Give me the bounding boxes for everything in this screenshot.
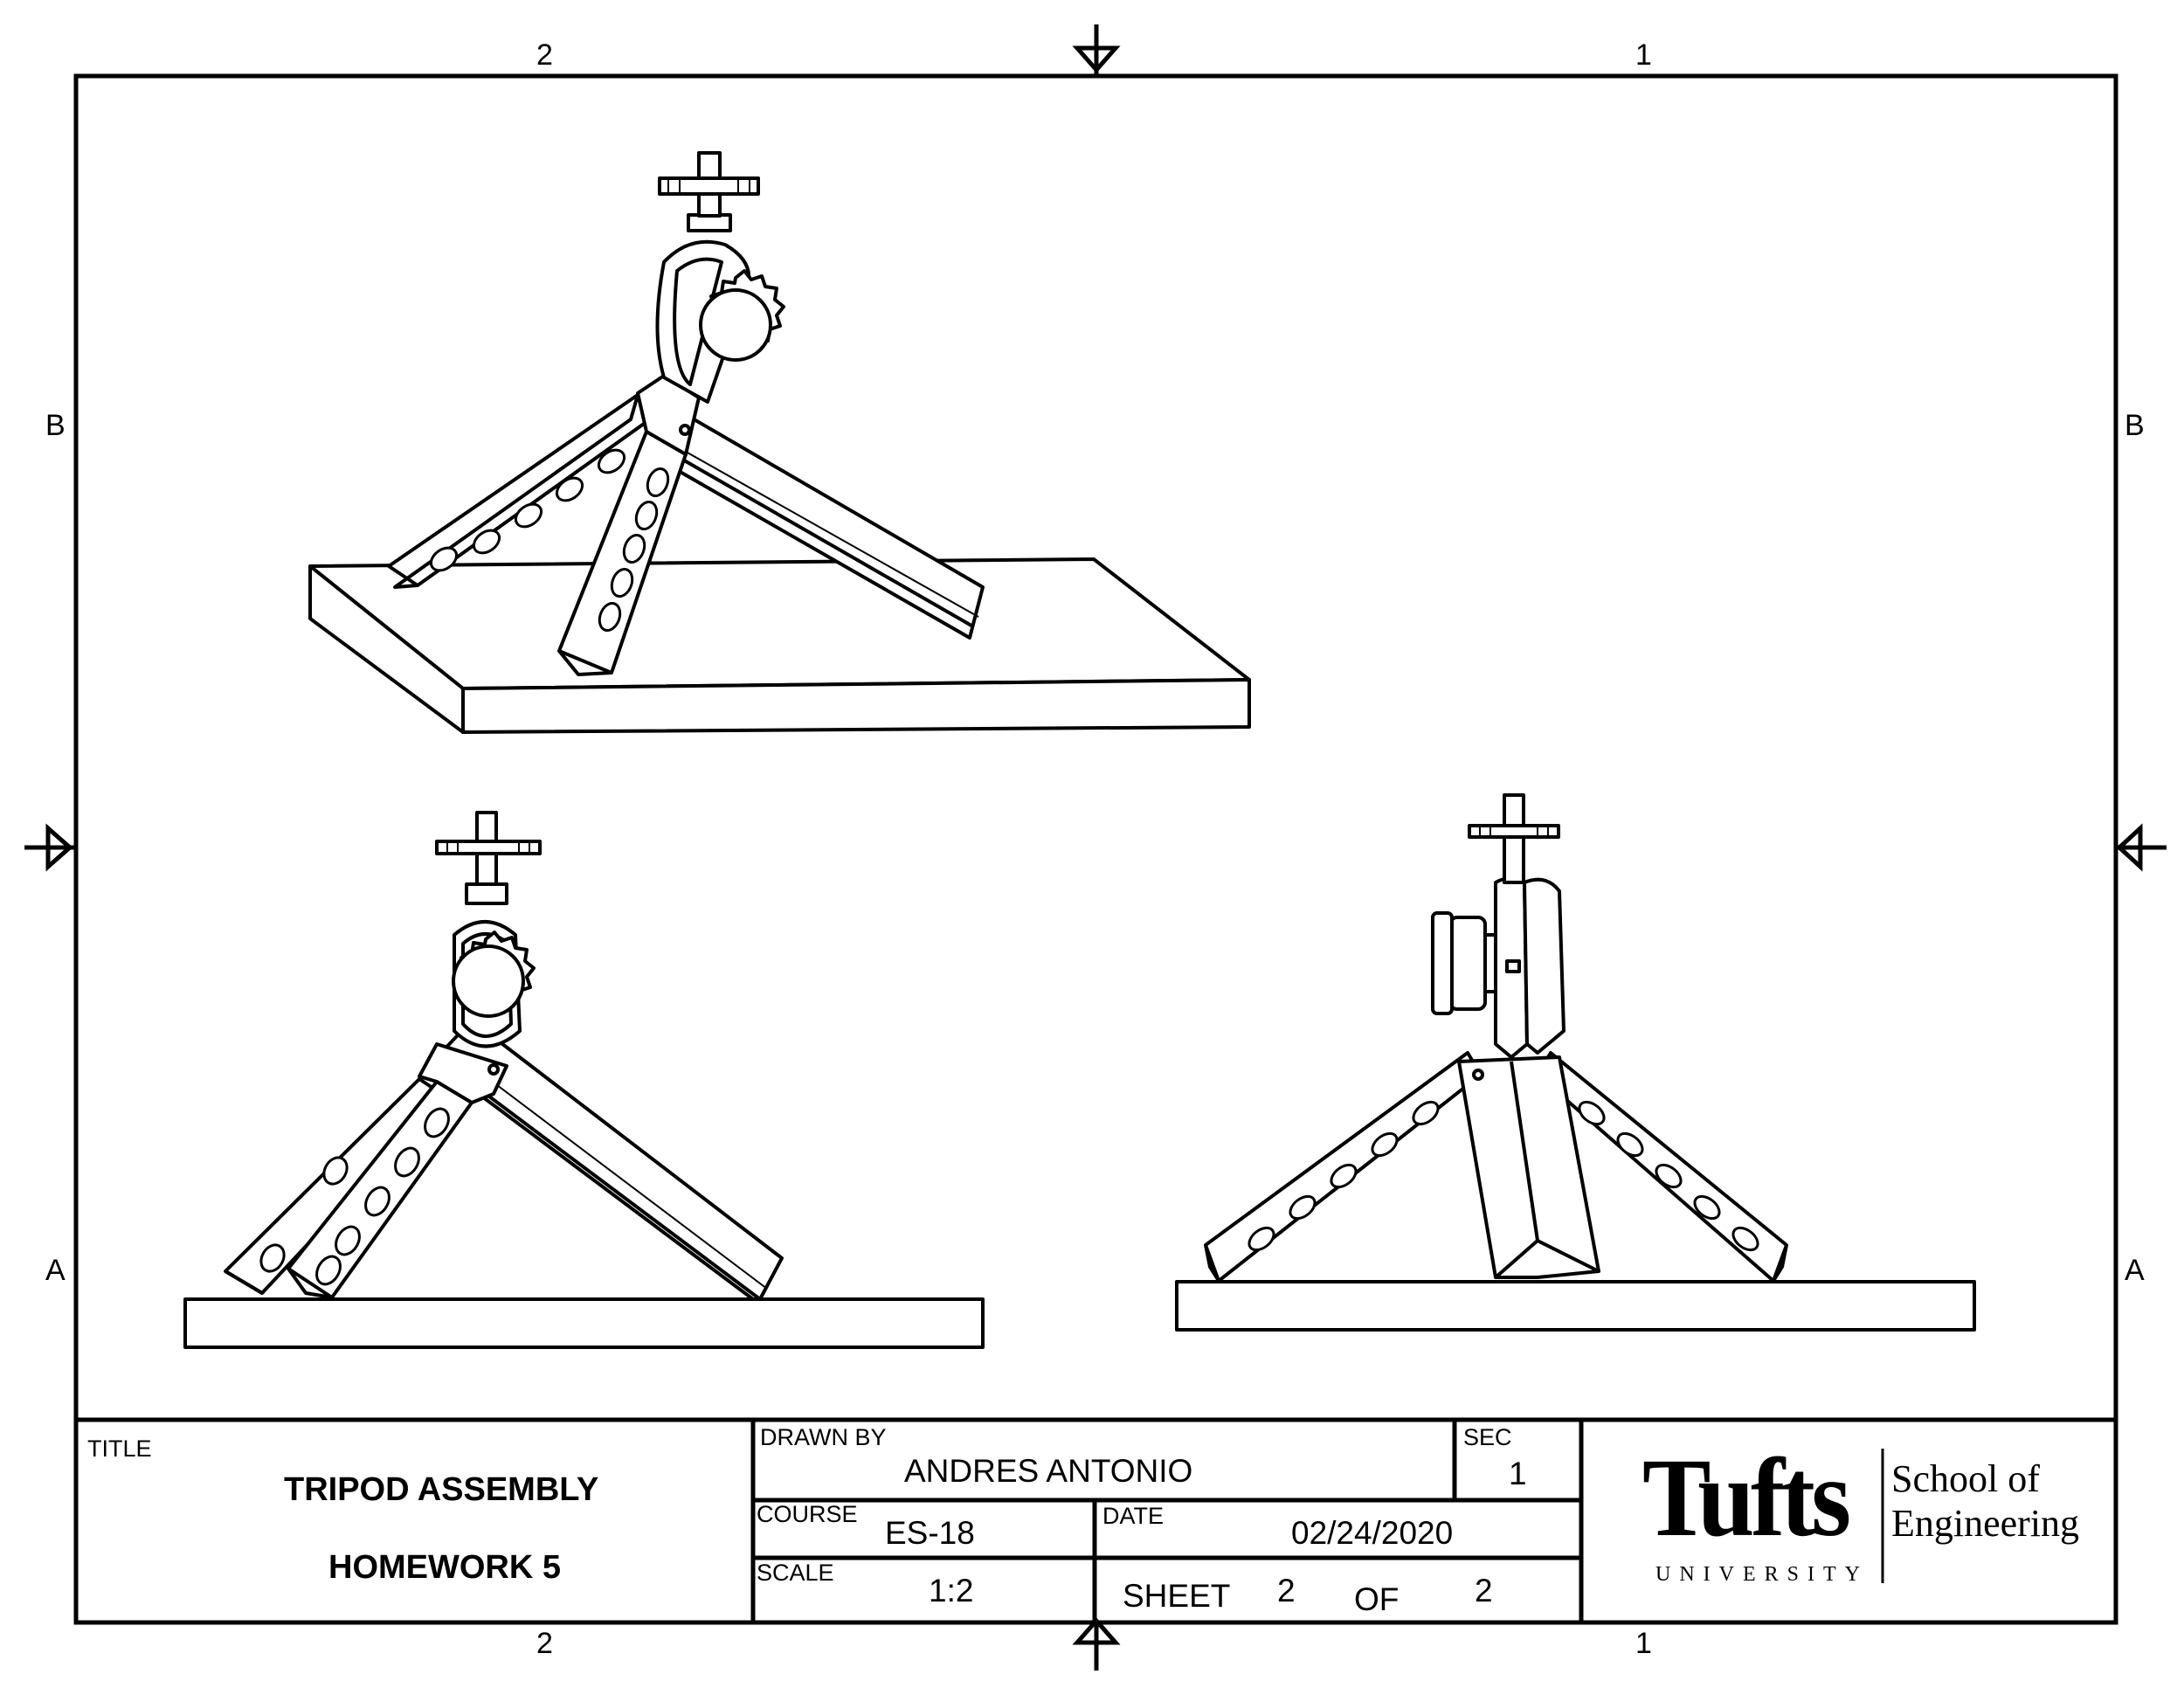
of-label: OF xyxy=(1354,1581,1400,1617)
school-line-1: School of xyxy=(1891,1457,2040,1500)
drawing-subtitle: HOMEWORK 5 xyxy=(328,1549,561,1586)
zone-label-top-left: 2 xyxy=(536,38,553,72)
drawing-title: TRIPOD ASSEMBLY xyxy=(284,1471,599,1508)
title-label: TITLE xyxy=(87,1435,152,1462)
zone-label-bottom-left: 2 xyxy=(536,1627,553,1660)
drawn-by-value: ANDRES ANTONIO xyxy=(904,1453,1193,1489)
school-of-engineering: School of Engineering xyxy=(1891,1457,2079,1546)
scale-label: SCALE xyxy=(757,1560,834,1586)
drawing-border xyxy=(73,73,2118,1625)
sheet-total: 2 xyxy=(1475,1573,1493,1608)
front-view xyxy=(183,811,985,1349)
date-label: DATE xyxy=(1102,1503,1165,1529)
center-arrow-left-icon xyxy=(24,823,76,872)
sec-value: 1 xyxy=(1509,1456,1527,1491)
course-value: ES-18 xyxy=(885,1515,975,1551)
center-markers xyxy=(24,24,2167,1671)
zone-label-right-a: A xyxy=(2125,1254,2145,1287)
zone-label-left-b: B xyxy=(45,409,66,442)
center-arrow-right-icon xyxy=(2116,823,2167,872)
zone-label-top-right: 1 xyxy=(1635,38,1652,72)
sheet-label: SHEET xyxy=(1123,1578,1231,1614)
sheet-number: 2 xyxy=(1277,1573,1296,1608)
zone-label-left-a: A xyxy=(45,1254,66,1287)
school-line-2: Engineering xyxy=(1891,1501,2080,1545)
course-label: COURSE xyxy=(757,1501,858,1527)
sec-label: SEC xyxy=(1463,1424,1512,1450)
drawn-by-label: DRAWN BY xyxy=(760,1424,887,1450)
date-value: 02/24/2020 xyxy=(1291,1515,1454,1551)
center-arrow-top-icon xyxy=(1072,24,1121,76)
zone-label-bottom-right: 1 xyxy=(1635,1627,1652,1660)
tufts-wordmark: Tufts xyxy=(1642,1435,1851,1560)
isometric-view xyxy=(308,151,1251,734)
center-arrow-bottom-icon xyxy=(1072,1617,1121,1671)
tufts-university-text: UNIVERSITY xyxy=(1655,1563,1869,1586)
scale-value: 1:2 xyxy=(929,1573,974,1608)
zone-label-right-b: B xyxy=(2125,409,2145,442)
side-view xyxy=(1175,793,1976,1332)
